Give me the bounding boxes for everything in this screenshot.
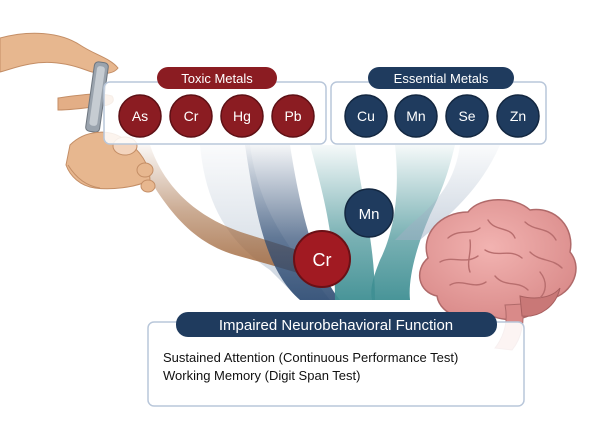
essential-metal-se-label: Se [458,108,475,124]
toxic-metal-as-label: As [132,108,148,124]
essential-metal-cu: Cu [344,94,388,138]
mixture-node-mn-label: Mn [359,206,380,223]
essential-metal-mn: Mn [394,94,438,138]
outcome-panel: Impaired Neurobehavioral Function Sustai… [147,312,525,407]
mixture-node-cr-label: Cr [313,250,332,270]
toxic-metal-hg-label: Hg [233,108,251,124]
outcome-line-sustained-attention: Sustained Attention (Continuous Performa… [163,350,458,365]
essential-metal-zn-label: Zn [510,108,526,124]
essential-metal-zn: Zn [496,94,540,138]
toxic-metals-panel: Toxic Metals As Cr Hg Pb [103,67,327,145]
toxic-panel-title-pill [157,67,277,89]
toxic-metal-pb-label: Pb [284,108,301,124]
mixture-node-mn: Mn [344,188,394,238]
toxic-metal-hg: Hg [220,94,264,138]
mixture-node-cr: Cr [293,230,351,288]
toxic-panel-title: Toxic Metals [181,71,253,86]
outcome-line-working-memory: Working Memory (Digit Span Test) [163,368,360,383]
essential-panel-title-pill [368,67,514,89]
essential-metal-cu-label: Cu [357,108,375,124]
toxic-metal-pb: Pb [271,94,315,138]
toxic-metal-list: As Cr Hg Pb [118,94,315,138]
toxic-metal-cr-label: Cr [184,108,199,124]
toxic-metal-cr: Cr [169,94,213,138]
essential-metal-se: Se [445,94,489,138]
outcome-title: Impaired Neurobehavioral Function [219,317,453,334]
flow-stream-teal-left [310,145,375,300]
essential-metal-mn-label: Mn [406,108,425,124]
essential-metal-list: Cu Mn Se Zn [344,94,540,138]
essential-panel-title: Essential Metals [394,71,489,86]
essential-metals-panel: Essential Metals Cu Mn Se Zn [330,67,547,145]
toxic-metal-as: As [118,94,162,138]
outcome-title-pill [176,312,497,337]
flow-stream-grey-right [395,145,500,240]
